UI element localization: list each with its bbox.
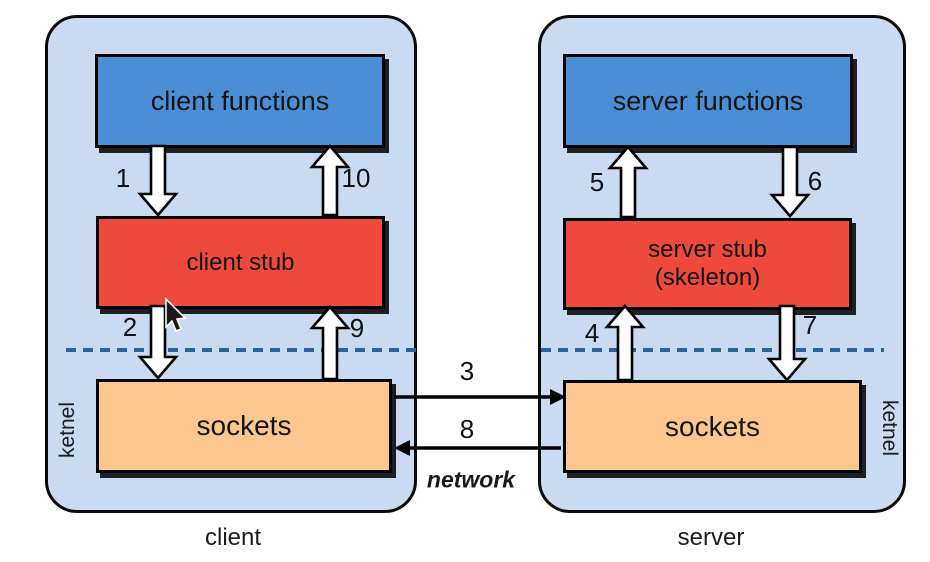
network-caption: network xyxy=(426,466,516,493)
client-stub-label: client stub xyxy=(186,248,295,276)
step-label-6: 6 xyxy=(807,166,823,196)
client-host-container: client functions client stub sockets ket… xyxy=(45,15,417,513)
server-kernel-label: ketnel xyxy=(878,399,901,457)
step-label-4: 4 xyxy=(584,318,600,348)
server-sockets-box: sockets xyxy=(563,380,862,473)
client-kernel-boundary-dashed-line xyxy=(66,348,417,352)
step-label-3: 3 xyxy=(459,356,475,386)
server-functions-box: server functions xyxy=(563,54,853,148)
step-label-5: 5 xyxy=(589,167,605,197)
server-functions-label: server functions xyxy=(612,85,804,116)
step-label-2: 2 xyxy=(122,312,138,342)
step-label-7: 7 xyxy=(802,310,818,340)
client-functions-box: client functions xyxy=(95,54,385,148)
step-label-1: 1 xyxy=(115,163,131,193)
server-stub-label-line2: (skeleton) xyxy=(654,264,761,291)
server-host-container: server functions server stub (skeleton) … xyxy=(538,15,906,513)
step-label-9: 9 xyxy=(349,313,365,343)
client-functions-label: client functions xyxy=(150,85,330,116)
server-stub-label-line1: server stub xyxy=(648,236,767,264)
client-stub-box: client stub xyxy=(96,216,385,309)
server-sockets-label: sockets xyxy=(665,410,760,442)
client-kernel-label: ketnel xyxy=(56,401,79,459)
client-sockets-box: sockets xyxy=(96,379,392,473)
step-label-10: 10 xyxy=(341,163,371,193)
server-kernel-boundary-dashed-line xyxy=(541,348,884,352)
step-label-8: 8 xyxy=(459,414,475,444)
server-stub-box: server stub (skeleton) xyxy=(563,218,852,310)
client-caption: client xyxy=(204,524,262,551)
server-caption: server xyxy=(677,524,745,551)
client-sockets-label: sockets xyxy=(196,410,292,441)
